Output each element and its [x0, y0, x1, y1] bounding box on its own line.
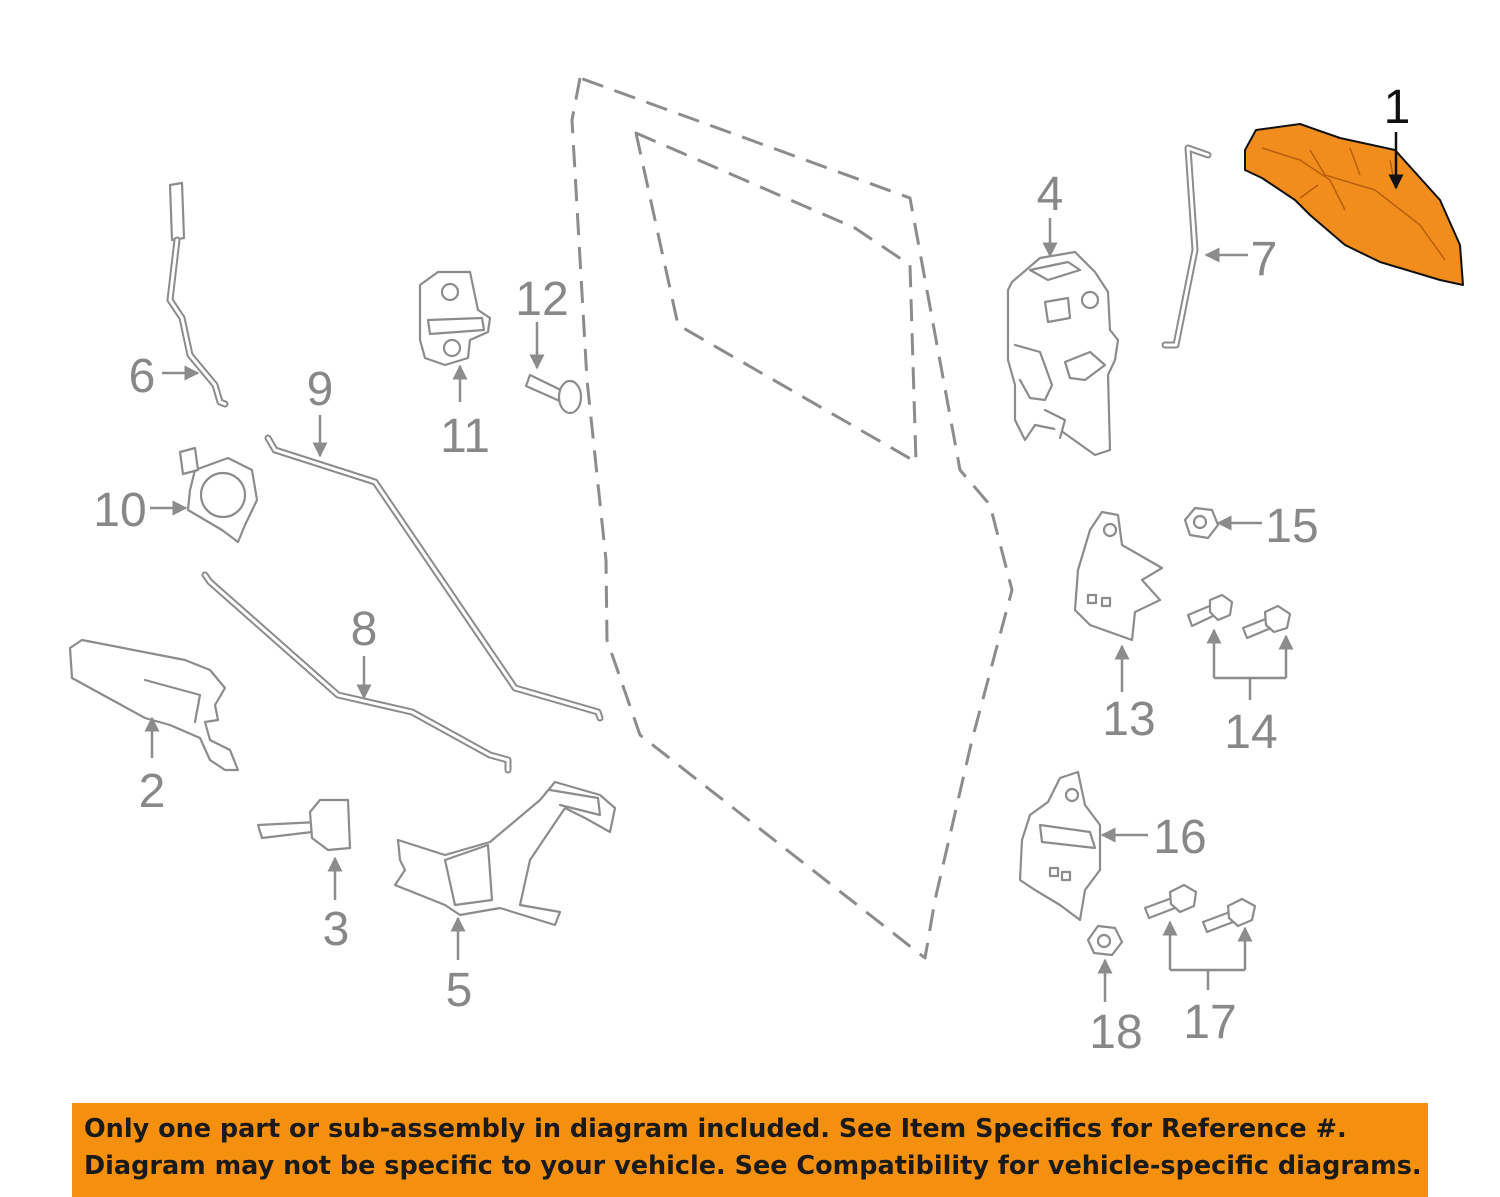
- part-8-rod: [201, 571, 512, 774]
- callout-9: 9: [307, 363, 334, 416]
- callout-10: 10: [93, 484, 146, 537]
- disclaimer-line-2: Diagram may not be specific to your vehi…: [84, 1151, 1422, 1181]
- part-3-switch: [256, 798, 352, 852]
- part-15-nut: [1183, 506, 1220, 540]
- callout-5: 5: [446, 964, 473, 1017]
- callout-7: 7: [1251, 233, 1278, 286]
- leader-14-bracket: [1214, 676, 1286, 700]
- callout-1: 1: [1384, 81, 1411, 134]
- disclaimer-line-1: Only one part or sub-assembly in diagram…: [84, 1114, 1347, 1144]
- part-9-rod: [264, 434, 604, 722]
- disclaimer-banner: Only one part or sub-assembly in diagram…: [72, 1103, 1428, 1197]
- part-5-bracket: [393, 780, 617, 927]
- part-16-hinge: [1018, 770, 1102, 922]
- callout-4: 4: [1037, 168, 1064, 221]
- callout-16: 16: [1153, 811, 1206, 864]
- part-13-hinge: [1073, 510, 1164, 642]
- callout-17: 17: [1183, 996, 1236, 1049]
- door-outline: [570, 76, 1014, 960]
- part-6-lock-rod: [166, 181, 229, 408]
- leader-lines: [144, 132, 1404, 1002]
- callout-15: 15: [1265, 500, 1318, 553]
- part-17-bolts: [1143, 883, 1257, 934]
- part-12-pin: [524, 373, 583, 415]
- callout-11: 11: [440, 410, 490, 463]
- part-1-handle: [1244, 123, 1464, 286]
- part-4-latch: [1006, 250, 1120, 457]
- part-7-rod: [1161, 144, 1212, 349]
- part-18-nut: [1086, 924, 1124, 957]
- callout-3: 3: [323, 903, 350, 956]
- part-14-bolts: [1186, 593, 1292, 640]
- callout-8: 8: [351, 603, 378, 656]
- callout-13: 13: [1102, 693, 1155, 746]
- part-11-striker: [418, 270, 492, 367]
- callout-12: 12: [515, 273, 568, 326]
- leader-17-bracket: [1170, 968, 1245, 990]
- callout-18: 18: [1089, 1006, 1142, 1059]
- callout-14: 14: [1224, 706, 1277, 759]
- part-2-inside-handle: [68, 638, 240, 772]
- callout-labels: 1 2 3 4 5 6 7 8 9 10 11 12 13 14 15 16 1…: [93, 81, 1410, 1059]
- callout-6: 6: [129, 350, 156, 403]
- callout-2: 2: [139, 765, 166, 818]
- part-10-bezel: [178, 446, 259, 544]
